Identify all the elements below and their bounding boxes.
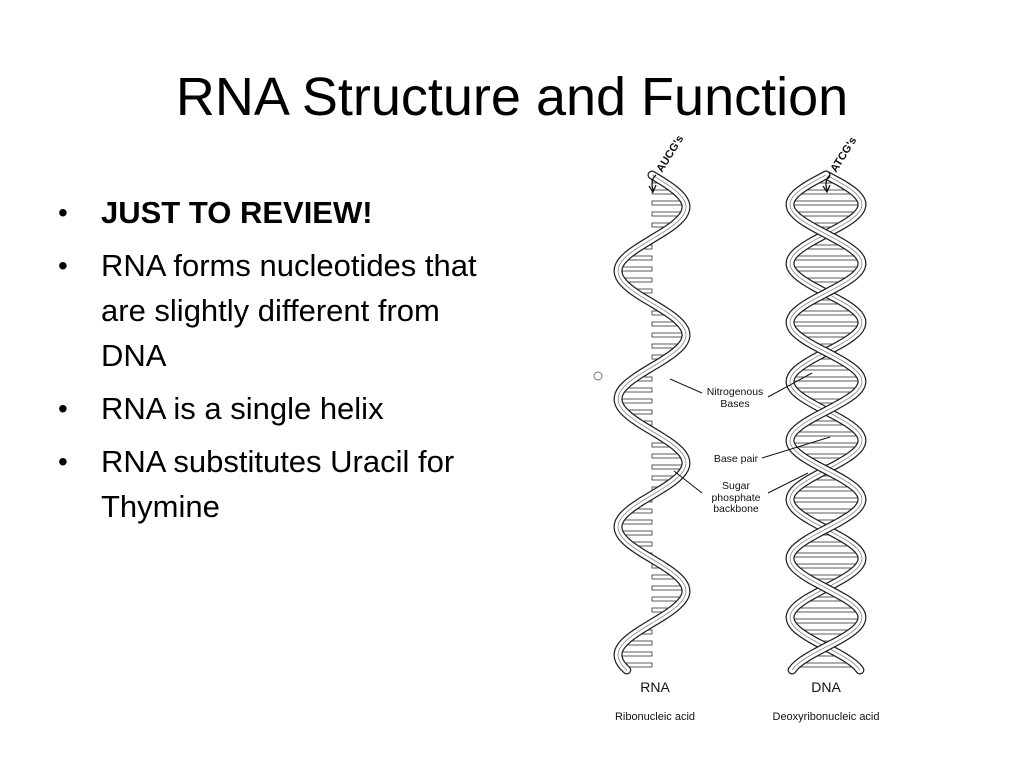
backbone-stripe (789, 174, 863, 671)
bullet-item: • JUST TO REVIEW! (58, 190, 498, 235)
bullet-list: • JUST TO REVIEW! • RNA forms nucleotide… (58, 190, 498, 537)
base-rung (792, 607, 860, 613)
rna-top-arrow-icon (651, 174, 657, 191)
slide-title: RNA Structure and Function (175, 67, 849, 127)
dna-helix (785, 170, 867, 675)
bullet-item: • RNA forms nucleotides that are slightl… (58, 243, 498, 378)
leader-line (673, 470, 703, 494)
leader-line (761, 436, 831, 459)
base-rung (789, 497, 863, 503)
base-rung (794, 310, 858, 316)
bullet-glyph: • (58, 197, 68, 228)
bullet-glyph: • (58, 446, 68, 477)
rna-top-arrowhead-icon (648, 184, 657, 194)
bullet-text: JUST TO REVIEW! (101, 195, 373, 230)
dna-top-arrowhead-icon (822, 184, 831, 194)
leader-line (767, 372, 813, 398)
marker-circle (593, 371, 603, 381)
base-rung (790, 552, 862, 558)
bullet-glyph: • (58, 393, 68, 424)
base-rung (790, 442, 862, 448)
base-rung (794, 211, 858, 217)
base-rung (793, 387, 859, 393)
bullet-text: RNA forms nucleotides that are slightly … (101, 248, 477, 373)
bullet-glyph: • (58, 250, 68, 281)
bullet-text: RNA is a single helix (101, 391, 384, 426)
sugar-label-line1: Sugar (722, 480, 751, 492)
rna-dna-figure: AUCG's ATCG's Nitrogenous Bases Base pai… (590, 135, 920, 735)
leader-lines (669, 372, 831, 494)
sugar-label-line3: backbone (713, 503, 759, 515)
base-rung (791, 255, 861, 261)
dna-top-arrow-icon (825, 174, 831, 191)
base-rung (789, 321, 863, 327)
base-rung (617, 651, 653, 657)
base-rung (791, 431, 861, 437)
sugar-label-line2: phosphate (711, 492, 760, 504)
base-rung (789, 200, 863, 206)
base-rung (651, 332, 687, 338)
rna-full-label: Ribonucleic acid (615, 711, 695, 723)
base-rung (792, 563, 860, 569)
dna-top-label: ATCG's (828, 135, 859, 175)
dna-name-label: DNA (811, 679, 841, 695)
base-rung (790, 618, 862, 624)
nitrogenous-label-line1: Nitrogenous (707, 386, 764, 398)
backbone-stripe (617, 174, 687, 671)
bullet-text: RNA substitutes Uracil for Thymine (101, 444, 455, 524)
leader-line (767, 472, 809, 494)
nitrogenous-label-line2: Bases (720, 398, 749, 410)
bullet-item: • RNA is a single helix (58, 386, 498, 431)
bullet-item: • RNA substitutes Uracil for Thymine (58, 439, 498, 529)
helix-diagram: AUCG's ATCG's Nitrogenous Bases Base pai… (593, 135, 880, 723)
leader-line (669, 378, 703, 394)
rna-name-label: RNA (640, 679, 670, 695)
base-rung (791, 266, 861, 272)
rna-helix (613, 170, 691, 675)
rna-top-label: AUCG's (654, 135, 686, 175)
dna-full-label: Deoxyribonucleic acid (773, 711, 880, 723)
base-pair-label: Base pair (714, 453, 759, 465)
base-rung (795, 486, 857, 492)
